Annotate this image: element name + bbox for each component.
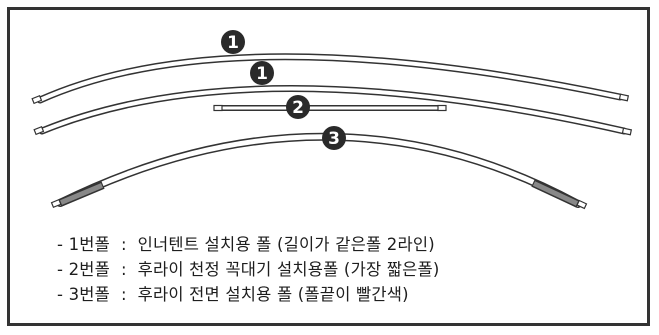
legend: - 1번폴 : 인너텐트 설치용 폴 (길이가 같은폴 2라인) - 2번폴 :… [57, 232, 440, 307]
svg-text:1: 1 [256, 64, 268, 84]
svg-text:3: 3 [328, 129, 340, 149]
svg-text:1: 1 [227, 33, 239, 53]
badge-pole-2: 2 [286, 95, 310, 119]
pole-2 [213, 104, 447, 112]
badge-pole-1-lower: 1 [250, 61, 274, 85]
svg-text:2: 2 [292, 98, 304, 118]
pole-1-lower [33, 85, 633, 136]
pole-3 [50, 132, 588, 210]
legend-line-pole-3: - 3번폴 : 후라이 전면 설치용 폴 (폴끝이 빨간색) [57, 285, 409, 304]
legend-line-pole-1: - 1번폴 : 인너텐트 설치용 폴 (길이가 같은폴 2라인) [57, 235, 435, 254]
legend-line-pole-2: - 2번폴 : 후라이 천정 꼭대기 설치용폴 (가장 짧은폴) [57, 260, 440, 279]
badge-pole-1-upper: 1 [221, 30, 245, 54]
badge-pole-3: 3 [322, 126, 346, 150]
pole-1-upper [31, 53, 630, 105]
